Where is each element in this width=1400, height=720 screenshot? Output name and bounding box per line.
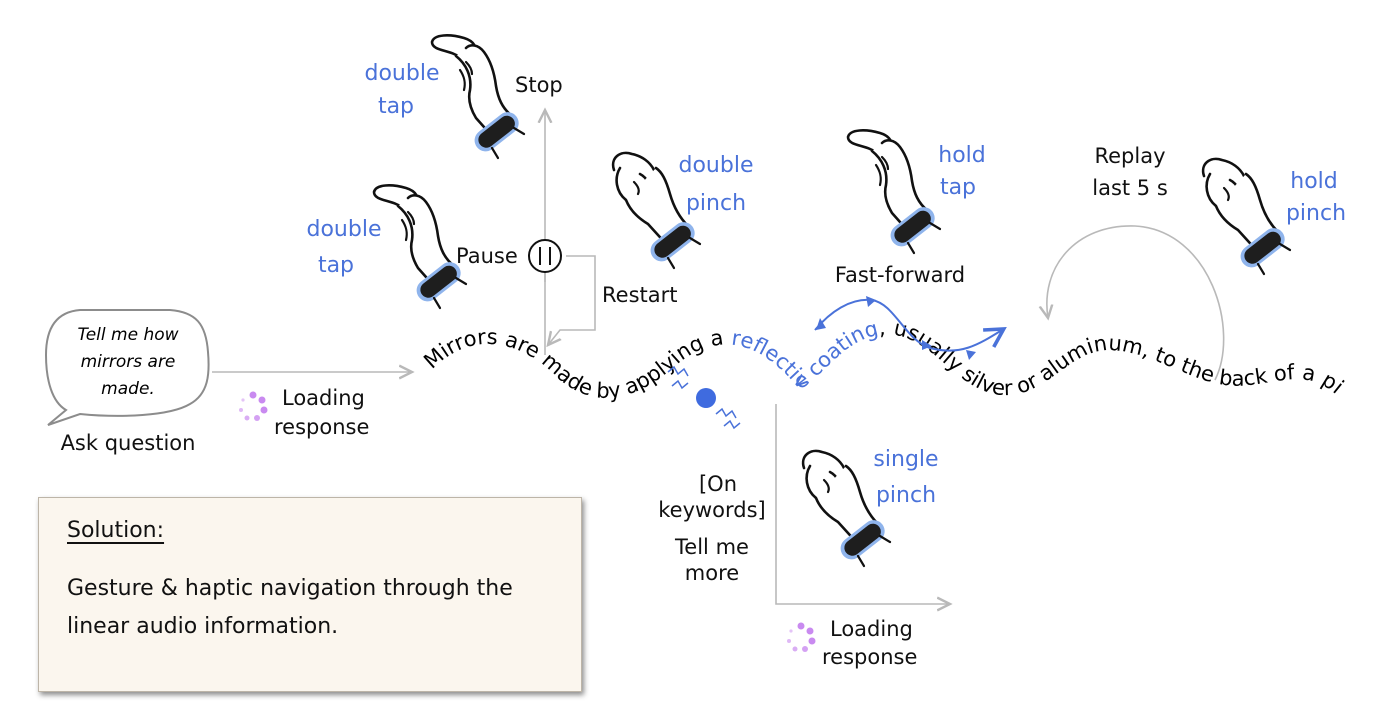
answer-keyword: reflective coating xyxy=(730,316,880,394)
replay-arrow xyxy=(1047,225,1225,381)
fast-forward-arrow xyxy=(814,298,1007,352)
loading-label-bottom-2: response xyxy=(822,645,917,669)
gesture-double-tap-stop-1: double xyxy=(365,61,440,86)
haptic-vibration-icon xyxy=(667,365,741,430)
double-tap-hand-icon xyxy=(430,34,526,160)
gesture-single-pinch-1: single xyxy=(873,447,938,472)
gesture-single-pinch-2: pinch xyxy=(876,483,936,508)
gesture-hold-pinch-2: pinch xyxy=(1286,201,1346,226)
loading-label-bottom-1: Loading xyxy=(830,617,913,641)
solution-body: Gesture & haptic navigation through the … xyxy=(67,576,513,639)
fast-forward-label: Fast-forward xyxy=(835,263,965,287)
question-speech-bubble: Tell me how mirrors are made. xyxy=(44,309,210,426)
gesture-hold-tap-2: tap xyxy=(940,175,976,200)
replay-label-1: Replay xyxy=(1094,144,1165,168)
gesture-hold-pinch-1: hold xyxy=(1290,169,1337,194)
bubble-line-3: made. xyxy=(101,379,155,399)
gesture-double-tap-stop-2: tap xyxy=(378,94,414,119)
restart-flow-line xyxy=(548,255,596,345)
ask-question-label: Ask question xyxy=(61,431,196,455)
loading-label-left-1: Loading xyxy=(282,386,365,410)
restart-label: Restart xyxy=(602,283,677,307)
hold-tap-hand-icon xyxy=(846,129,942,255)
bubble-line-1: Tell me how xyxy=(77,325,178,345)
pause-icon xyxy=(528,239,562,273)
loading-label-left-2: response xyxy=(274,415,369,439)
tell-more-label-2: more xyxy=(685,561,739,585)
hold-pinch-hand-icon xyxy=(1201,157,1292,276)
bubble-line-2: mirrors are xyxy=(81,352,176,372)
gesture-hold-tap-1: hold xyxy=(938,143,985,168)
gesture-double-pinch-1: double xyxy=(679,153,754,178)
double-tap-hand-icon xyxy=(372,184,468,310)
gesture-double-tap-pause-1: double xyxy=(307,217,382,242)
solution-card: Solution: Gesture & haptic navigation th… xyxy=(38,497,582,692)
loading-spinner-icon xyxy=(787,622,816,652)
tell-more-flow-line xyxy=(775,404,950,604)
gesture-double-pinch-2: pinch xyxy=(686,191,746,216)
solution-title: Solution: xyxy=(67,518,165,543)
loading-spinner-icon xyxy=(239,391,268,421)
keywords-label-2: keywords] xyxy=(658,498,766,522)
answer-text-before: Mirrors are made by applying a xyxy=(419,325,731,403)
stop-label: Stop xyxy=(515,73,563,97)
tell-more-label-1: Tell me xyxy=(674,535,749,559)
keywords-label-1: [On xyxy=(699,472,737,496)
pause-label: Pause xyxy=(456,244,518,268)
replay-label-2: last 5 s xyxy=(1092,176,1168,200)
gesture-double-tap-pause-2: tap xyxy=(318,253,354,278)
